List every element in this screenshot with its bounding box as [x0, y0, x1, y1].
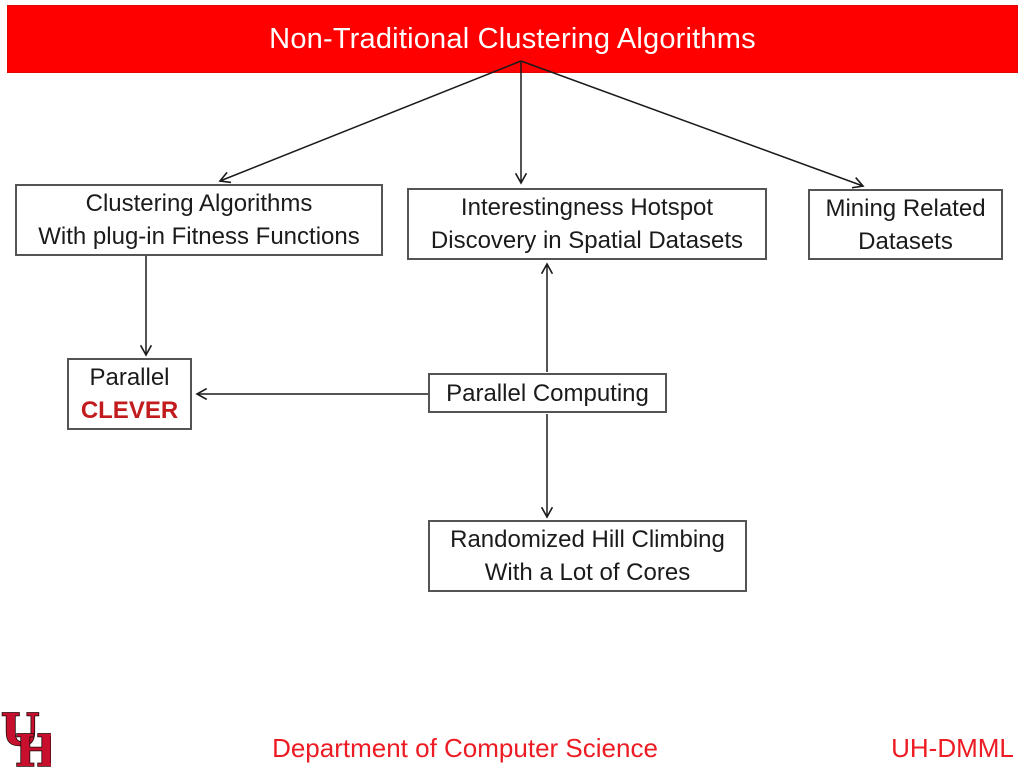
- slide-title: Non-Traditional Clustering Algorithms: [269, 22, 756, 55]
- node-parallel-computing: Parallel Computing: [428, 373, 667, 413]
- node-rhc-line1: Randomized Hill Climbing: [450, 526, 725, 553]
- node-clustering-algorithms: Clustering Algorithms With plug-in Fitne…: [15, 184, 383, 256]
- arrow-title-to-clustering: [218, 60, 522, 184]
- node-pc-label: Parallel Computing: [446, 379, 649, 407]
- node-hotspot-line2: Discovery in Spatial Datasets: [430, 227, 744, 254]
- node-clever-line1: Parallel: [89, 364, 170, 391]
- node-randomized-hill-climbing: Randomized Hill Climbing With a Lot of C…: [428, 520, 747, 592]
- node-clustering-line1: Clustering Algorithms: [85, 190, 313, 217]
- node-rhc-line2: With a Lot of Cores: [484, 559, 691, 586]
- node-mining-line2: Datasets: [858, 227, 953, 255]
- node-clever-line2: CLEVER: [80, 397, 179, 424]
- node-mining-related-datasets: Mining Related Datasets: [808, 189, 1003, 260]
- node-hotspot-line1: Interestingness Hotspot: [460, 194, 714, 221]
- uh-logo-letter-u: U: [1, 710, 39, 756]
- node-interestingness-hotspot: Interestingness Hotspot Discovery in Spa…: [407, 188, 767, 260]
- title-banner: Non-Traditional Clustering Algorithms: [7, 5, 1018, 73]
- footer-lab-label: UH-DMML: [891, 733, 1014, 763]
- arrow-title-to-mining: [520, 60, 865, 189]
- uh-logo-letter-h: H: [15, 726, 51, 768]
- uh-logo-icon: U H: [1, 710, 51, 768]
- node-parallel-clever: Parallel CLEVER: [67, 358, 192, 430]
- footer-department-label: Department of Computer Science: [272, 733, 658, 763]
- node-mining-line1: Mining Related: [825, 194, 986, 222]
- node-clustering-line2: With plug-in Fitness Functions: [38, 223, 360, 250]
